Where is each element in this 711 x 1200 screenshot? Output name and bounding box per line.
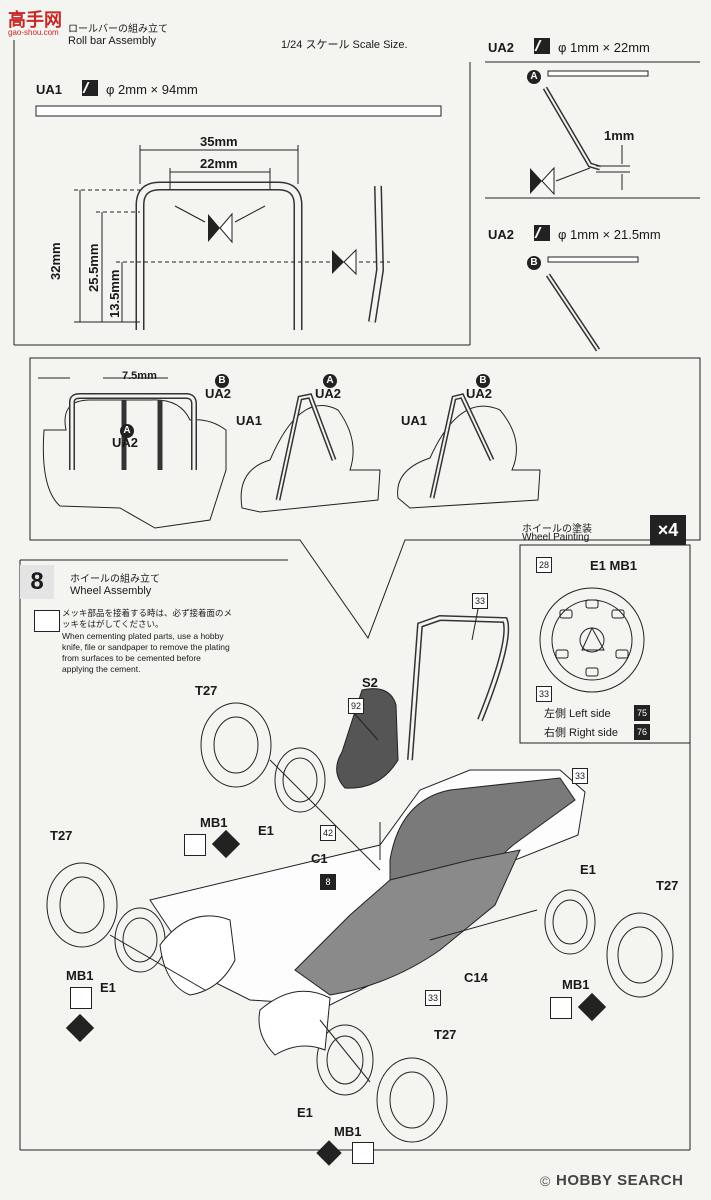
part-mb1: MB1 bbox=[334, 1124, 362, 1139]
caution-icon bbox=[70, 987, 92, 1009]
ua2b-size: φ 1mm × 21.5mm bbox=[558, 227, 661, 242]
paint-number: 75 bbox=[634, 705, 650, 721]
dim-13-5mm: 13.5mm bbox=[107, 269, 122, 318]
caution-icon bbox=[352, 1142, 374, 1164]
part-e1: E1 bbox=[100, 980, 116, 995]
part-t27: T27 bbox=[656, 878, 679, 893]
wheel-painting-en: Wheel Painting bbox=[522, 532, 590, 543]
detail-ua2: UA2 bbox=[315, 386, 342, 401]
watermark-url: gao-shou.com bbox=[8, 28, 59, 37]
part-t27: T27 bbox=[50, 828, 73, 843]
metal-rod-icon bbox=[534, 225, 550, 241]
paint-number: 92 bbox=[348, 698, 364, 714]
hobby-search-logo: HOBBY SEARCH bbox=[556, 1172, 684, 1189]
part-t27: T27 bbox=[195, 683, 218, 698]
part-c14: C14 bbox=[464, 970, 488, 985]
detail-ua1: UA1 bbox=[401, 413, 428, 428]
step8-title-en: Wheel Assembly bbox=[70, 585, 152, 597]
part-e1: E1 bbox=[297, 1105, 313, 1120]
detail-ua2-center: UA2 bbox=[112, 435, 139, 450]
wheel-parts-label: E1 MB1 bbox=[590, 558, 637, 573]
ua2b-part: UA2 bbox=[488, 227, 515, 242]
paint-number: 76 bbox=[634, 724, 650, 740]
part-mb1: MB1 bbox=[200, 815, 228, 830]
detail-marker-b: B bbox=[215, 374, 229, 388]
ua1-size: φ 2mm × 94mm bbox=[106, 82, 198, 97]
marker-b: B bbox=[527, 256, 541, 270]
dim-25-5mm: 25.5mm bbox=[86, 243, 101, 292]
part-e1: E1 bbox=[258, 823, 274, 838]
part-e1: E1 bbox=[580, 862, 596, 877]
plating-note-en: When cementing plated parts, use a hobby… bbox=[62, 631, 230, 674]
bend-1mm: 1mm bbox=[604, 128, 635, 143]
paint-number: 33 bbox=[425, 990, 441, 1006]
ua2a-part: UA2 bbox=[488, 40, 515, 55]
ua2a-size: φ 1mm × 22mm bbox=[558, 40, 650, 55]
scale-label: 1/24 スケール Scale Size. bbox=[281, 39, 408, 51]
paint-number: 33 bbox=[472, 593, 488, 609]
dim-35mm: 35mm bbox=[200, 134, 238, 149]
caution-icon bbox=[184, 834, 206, 856]
part-mb1: MB1 bbox=[562, 977, 590, 992]
paint-number: 33 bbox=[536, 686, 552, 702]
left-side-label: 左側 Left side bbox=[544, 708, 611, 720]
dim-22mm: 22mm bbox=[200, 156, 238, 171]
paint-number: 8 bbox=[320, 874, 336, 890]
part-mb1: MB1 bbox=[66, 968, 94, 983]
part-s2: S2 bbox=[362, 675, 378, 690]
step7-title-en: Roll bar Assembly bbox=[68, 35, 157, 47]
paint-number: 42 bbox=[320, 825, 336, 841]
right-side-label: 右側 Right side bbox=[544, 727, 618, 739]
step7-title-jp: ロールバーの組み立て bbox=[68, 24, 168, 35]
plating-note-jp: メッキ部品を接着する時は、必ず接着面のメッキをはがしてください。 bbox=[62, 608, 233, 629]
paint-number: 33 bbox=[572, 768, 588, 784]
metal-rod-icon bbox=[534, 38, 550, 54]
detail-marker-a: A bbox=[120, 424, 134, 438]
part-c1: C1 bbox=[311, 851, 328, 866]
metal-rod-icon bbox=[82, 80, 98, 96]
marker-a: A bbox=[527, 70, 541, 84]
detail-ua2: UA2 bbox=[466, 386, 493, 401]
detail-ua2: UA2 bbox=[205, 386, 232, 401]
wheel-painting-jp: ホイールの塗装 bbox=[522, 524, 592, 535]
detail-marker-b: B bbox=[476, 374, 490, 388]
paint-number: 28 bbox=[536, 557, 552, 573]
watermark-logo: 高手网 bbox=[8, 10, 62, 30]
detail-marker-a: A bbox=[323, 374, 337, 388]
ua1-part: UA1 bbox=[36, 82, 63, 97]
caution-icon bbox=[34, 610, 60, 632]
step-number: 8 bbox=[20, 565, 54, 599]
multiplier-badge: ×4 bbox=[650, 515, 686, 545]
step8-title-jp: ホイールの組み立て bbox=[70, 574, 160, 585]
dim-32mm: 32mm bbox=[48, 242, 63, 280]
caution-icon bbox=[550, 997, 572, 1019]
dim-7-5mm: 7.5mm bbox=[122, 370, 157, 382]
copyright-mark: © bbox=[540, 1173, 551, 1189]
part-t27: T27 bbox=[434, 1027, 457, 1042]
detail-ua1: UA1 bbox=[236, 413, 263, 428]
